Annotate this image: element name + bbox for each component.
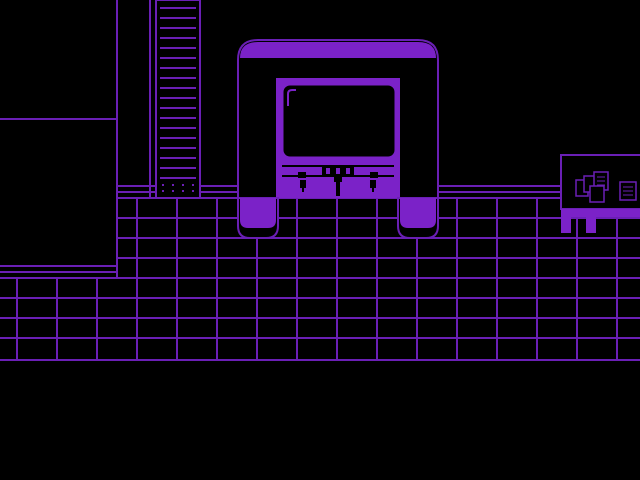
paper-lines	[597, 176, 633, 196]
table-leg-right	[586, 217, 596, 233]
conveyor-base-dot	[192, 190, 194, 192]
conveyor-base-dot	[182, 190, 184, 192]
table-with-papers[interactable]	[560, 154, 640, 233]
left-wall	[0, 0, 118, 279]
conveyor-base-dot	[172, 190, 174, 192]
plug-prong	[326, 168, 330, 174]
knob-top	[370, 172, 378, 178]
tv-screen[interactable]	[283, 85, 395, 157]
machine-top	[240, 42, 436, 58]
screen-glare	[287, 89, 296, 106]
plug-icon[interactable]	[322, 166, 354, 196]
plug-prong	[346, 168, 350, 174]
plug-cord	[334, 176, 342, 182]
left-foot-fill	[240, 198, 276, 228]
table-leg-left	[561, 217, 571, 233]
knob-base	[372, 188, 374, 192]
table-edge	[561, 209, 640, 217]
left-foot	[237, 197, 279, 239]
right-knob-icon[interactable]	[370, 172, 378, 192]
tv-machine[interactable]	[237, 39, 439, 239]
right-foot-fill	[400, 198, 436, 228]
conveyor-base	[162, 184, 194, 192]
grid-floor	[0, 198, 640, 361]
conveyor-belt	[155, 0, 201, 199]
plug-prong	[336, 168, 340, 174]
conveyor-base-dot	[182, 184, 184, 186]
conveyor-base-dot	[172, 184, 174, 186]
conveyor-base-dot	[192, 184, 194, 186]
plug-cord-tail	[336, 182, 340, 196]
conveyor-base-dot	[162, 184, 164, 186]
paper-sheet	[589, 185, 605, 203]
knob-bottom	[300, 180, 306, 188]
knob-top	[298, 172, 306, 178]
conveyor-ribs	[160, 7, 196, 179]
left-knob-icon[interactable]	[298, 172, 306, 192]
knob-bottom	[370, 180, 376, 188]
knob-base	[302, 188, 304, 192]
right-foot	[397, 197, 439, 239]
conveyor-base-dot	[162, 190, 164, 192]
